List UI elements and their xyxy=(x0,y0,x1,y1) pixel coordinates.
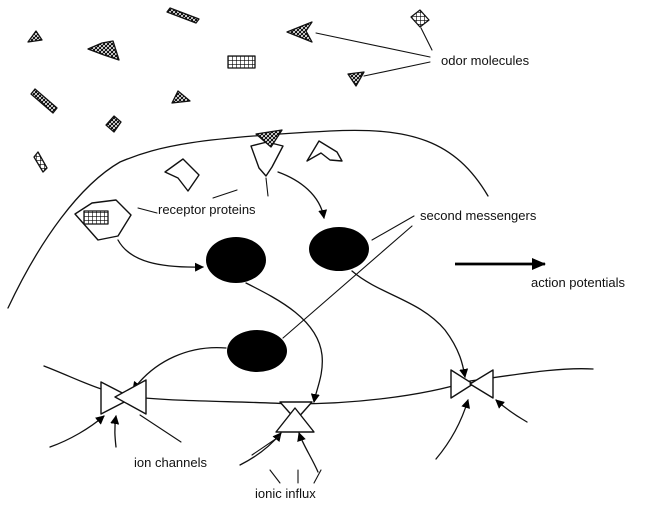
odor-molecule-kite xyxy=(88,41,119,60)
receptor-to-messenger-arrow xyxy=(278,172,324,218)
odor-molecule-triangle xyxy=(348,72,364,86)
odor-molecule-grid-bar xyxy=(34,152,47,172)
leader-line xyxy=(140,415,181,442)
leader-line xyxy=(364,62,430,76)
leader-line xyxy=(316,33,430,57)
label-receptor-proteins: receptor proteins xyxy=(158,202,256,217)
bound-odor-molecule-grid xyxy=(84,211,108,224)
influx-arrow xyxy=(50,416,104,447)
receptor-protein xyxy=(307,141,342,161)
messenger-to-channel-pathway xyxy=(352,271,465,377)
odor-molecule-grid-block xyxy=(228,56,255,68)
odor-molecule-triangle xyxy=(172,91,190,103)
leader-line xyxy=(266,178,268,196)
ion-channels-group xyxy=(101,370,493,432)
receptor-to-messenger-arrow xyxy=(118,240,203,267)
influx-arrow xyxy=(115,416,116,447)
odor-molecule-diamond xyxy=(106,116,121,132)
odor-molecule-bar xyxy=(167,8,199,23)
leader-line xyxy=(270,470,280,483)
odor-molecule-arrowhead xyxy=(287,22,312,42)
influx-arrow xyxy=(299,433,318,472)
receptor-protein xyxy=(251,142,283,176)
influx-arrow xyxy=(436,400,468,459)
odor-molecule-grid-tile xyxy=(411,10,429,27)
odor-leader-lines xyxy=(316,28,432,76)
ion-channel xyxy=(470,370,493,398)
odor-molecule-triangle xyxy=(28,31,42,42)
ion-channel xyxy=(276,408,314,432)
influx-arrow xyxy=(496,400,527,422)
leader-line xyxy=(252,436,280,455)
label-ion-channels: ion channels xyxy=(134,455,207,470)
ion-channel xyxy=(115,380,146,414)
leader-line xyxy=(213,190,237,198)
second-messenger xyxy=(227,330,287,372)
label-ionic-influx: ionic influx xyxy=(255,486,316,501)
odor-molecules-group xyxy=(28,8,429,172)
label-second-messengers: second messengers xyxy=(420,208,537,223)
label-odor-molecules: odor molecules xyxy=(441,53,530,68)
leader-line xyxy=(372,216,414,240)
second-messenger xyxy=(309,227,369,271)
messenger-to-channel-pathway xyxy=(133,348,226,390)
leader-line xyxy=(421,28,432,50)
second-messenger xyxy=(206,237,266,283)
label-action-potentials: action potentials xyxy=(531,275,625,290)
leader-line xyxy=(138,208,157,213)
receptor-protein xyxy=(165,159,199,191)
odor-molecule-bar xyxy=(31,89,57,113)
second-messengers-group xyxy=(206,227,369,372)
